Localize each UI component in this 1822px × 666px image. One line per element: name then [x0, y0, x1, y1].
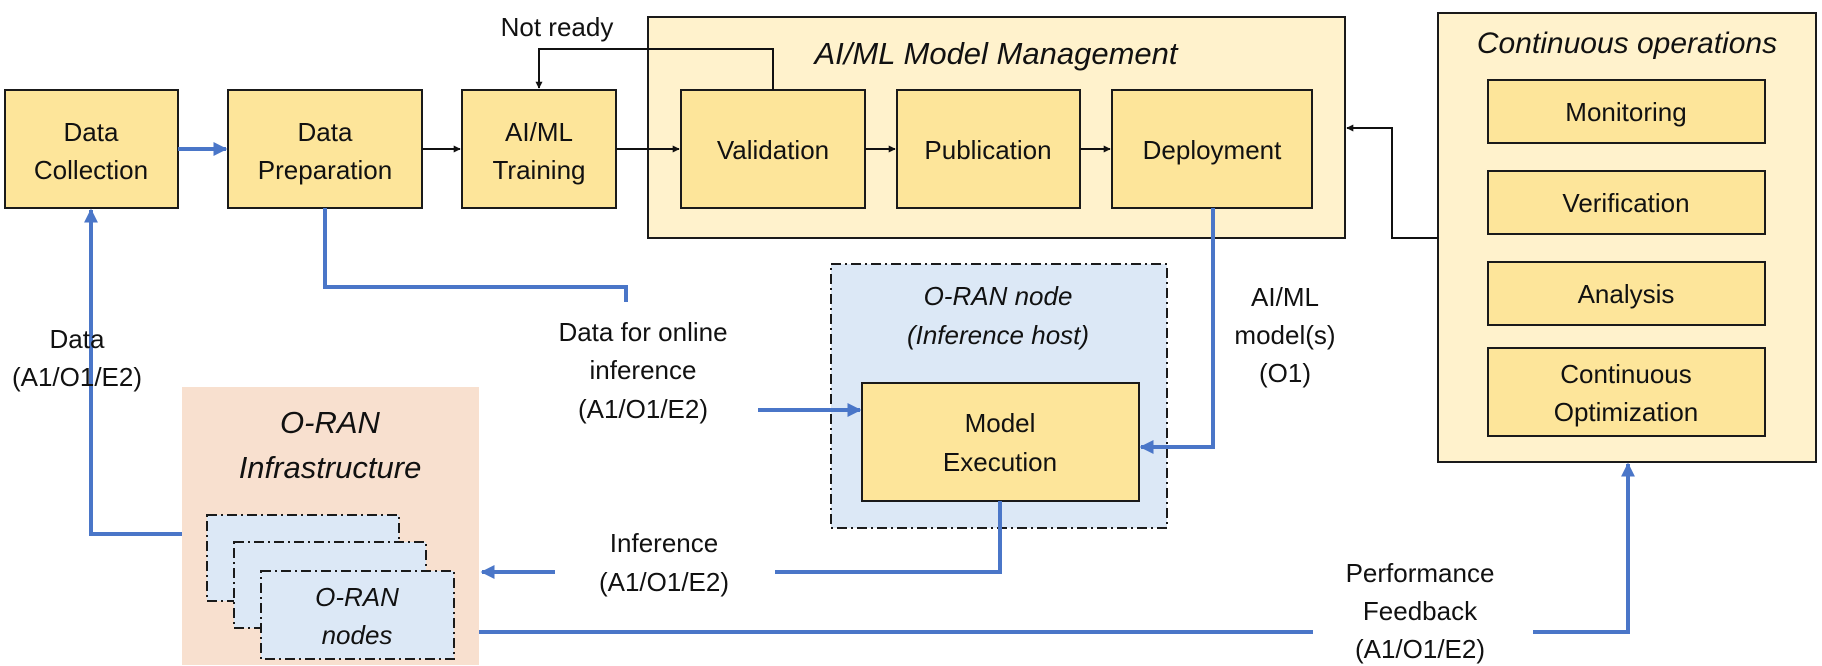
data-collection-box	[4, 89, 179, 209]
deployment-label: Deployment	[1143, 135, 1283, 165]
data-preparation-box	[227, 89, 423, 209]
continuous-optimization-label-line1: Continuous	[1560, 359, 1692, 389]
model-management-title: AI/ML Model Management	[812, 36, 1178, 71]
line-preparation-to-online-inference	[323, 208, 628, 302]
publication-label: Publication	[924, 135, 1051, 165]
data-label-line2: (A1/O1/E2)	[12, 362, 142, 392]
oran-infrastructure-title: O-RAN	[280, 405, 381, 440]
online-inference-label-line3: (A1/O1/E2)	[578, 394, 708, 424]
aiml-models-label-line3: (O1)	[1259, 358, 1311, 388]
aiml-models-label-line2: model(s)	[1234, 320, 1335, 350]
online-inference-label-line1: Data for online	[558, 317, 727, 347]
analysis-label: Analysis	[1578, 279, 1675, 309]
line-execution-to-inference	[775, 501, 1002, 574]
model-execution-label-line2: Execution	[943, 447, 1057, 477]
not-ready-label: Not ready	[501, 12, 614, 42]
arrow-feedback-to-continuous-ops	[1533, 462, 1635, 634]
oran-node-card-front	[260, 570, 455, 660]
arrow-continuous-ops-to-management	[1346, 124, 1438, 239]
oran-infrastructure-subtitle: Infrastructure	[239, 450, 422, 485]
continuous-optimization-label-line2: Optimization	[1554, 397, 1699, 427]
model-execution-label-line1: Model	[965, 408, 1036, 438]
aiml-training-box	[461, 89, 617, 209]
performance-feedback-label-line1: Performance	[1346, 558, 1495, 588]
validation-label: Validation	[717, 135, 829, 165]
model-execution-box	[861, 382, 1140, 502]
aiml-models-label-line1: AI/ML	[1251, 282, 1319, 312]
data-label-line1: Data	[50, 324, 105, 354]
deployment-box	[1111, 89, 1313, 209]
oran-node-subtitle: (Inference host)	[907, 320, 1089, 350]
inference-label-line1: Inference	[610, 528, 718, 558]
data-collection-label-line1: Data	[64, 117, 119, 147]
oran-nodes-label-line2: nodes	[322, 620, 393, 650]
arrow-not-ready-feedback	[535, 48, 774, 90]
performance-feedback-label-line2: Feedback	[1363, 596, 1478, 626]
continuous-operations-title: Continuous operations	[1477, 27, 1777, 60]
oran-nodes-label-line1: O-RAN	[315, 582, 399, 612]
performance-feedback-label-line3: (A1/O1/E2)	[1355, 634, 1485, 664]
verification-box	[1487, 170, 1766, 235]
oran-node-title: O-RAN node	[924, 281, 1073, 311]
data-preparation-label-line1: Data	[298, 117, 353, 147]
inference-label-line2: (A1/O1/E2)	[599, 567, 729, 597]
aiml-training-label-line1: AI/ML	[505, 117, 573, 147]
aiml-training-label-line2: Training	[493, 155, 586, 185]
data-collection-label-line2: Collection	[34, 155, 148, 185]
publication-box	[896, 89, 1081, 209]
data-preparation-label-line2: Preparation	[258, 155, 392, 185]
continuous-optimization-box	[1487, 347, 1766, 437]
arrow-deployment-to-execution	[1139, 208, 1215, 454]
verification-label: Verification	[1562, 188, 1689, 218]
monitoring-label: Monitoring	[1565, 97, 1686, 127]
monitoring-box	[1487, 79, 1766, 144]
arrow-infrastructure-to-collection	[84, 208, 182, 536]
online-inference-label-line2: inference	[590, 355, 697, 385]
analysis-box	[1487, 261, 1766, 326]
